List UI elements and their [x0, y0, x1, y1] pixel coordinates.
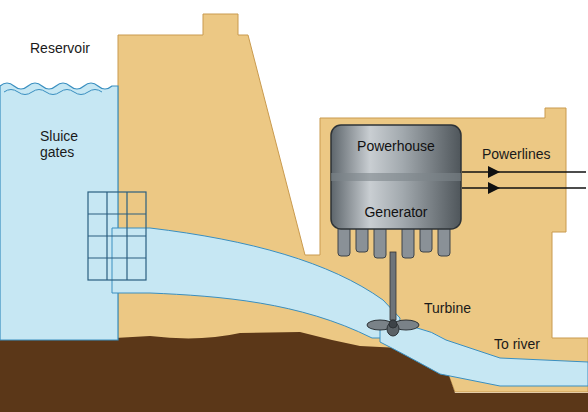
turbine-shaft: [390, 252, 396, 320]
turbine-symbol: [367, 320, 419, 336]
powerline-arrows: [462, 166, 586, 194]
part-label: Turbine: [424, 300, 471, 316]
wave-line: [4, 90, 102, 95]
dam-body: [118, 14, 588, 392]
part-label: Sluice gates: [40, 128, 106, 160]
reservoir-water: [0, 83, 118, 340]
part-label: To river: [494, 336, 540, 352]
powerhouse-generator: PowerhouseGenerator: [330, 124, 462, 230]
node-heading: Powerhouse: [357, 138, 435, 154]
part-label: Powerlines: [482, 146, 550, 162]
outflow-water: [380, 325, 588, 386]
part-label: Reservoir: [30, 40, 90, 56]
sluice-gate-grid: [88, 192, 146, 280]
node-text: Generator: [364, 204, 427, 220]
